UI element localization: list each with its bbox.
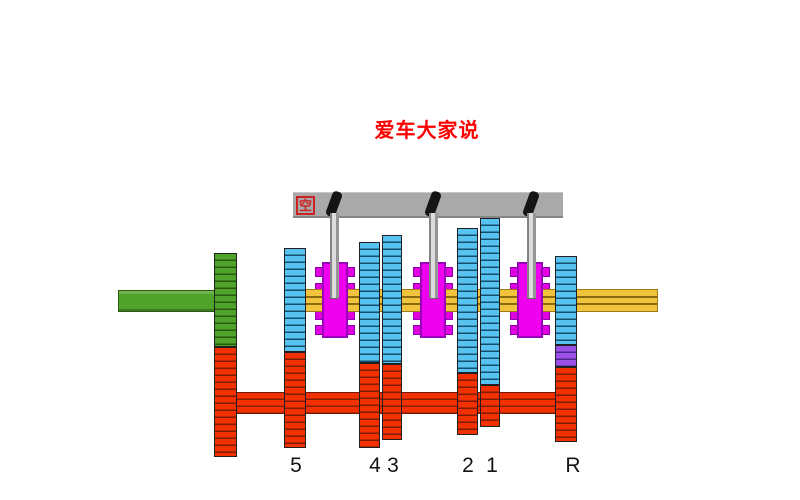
synchro-hub-1 bbox=[322, 262, 348, 338]
gear-r-output bbox=[555, 256, 577, 345]
gear-3-counter bbox=[382, 364, 402, 440]
shift-fork-rod-3 bbox=[527, 213, 536, 299]
gear-5-counter bbox=[284, 352, 306, 448]
gear-label-5: 5 bbox=[290, 454, 302, 477]
gear-3-output bbox=[382, 235, 402, 364]
gear-5-output bbox=[284, 248, 306, 352]
gear-2-output bbox=[457, 228, 478, 373]
gear-4-counter bbox=[359, 363, 380, 448]
gear-r-idler bbox=[555, 345, 577, 367]
gear-1-output bbox=[480, 218, 500, 385]
gear-label-2: 2 bbox=[462, 454, 474, 477]
neutral-indicator: 空 bbox=[296, 196, 315, 215]
gear-label-3: 3 bbox=[387, 454, 399, 477]
gear-2-counter bbox=[457, 373, 478, 435]
input-gear bbox=[214, 253, 237, 347]
gear-label-1: 1 bbox=[486, 454, 498, 477]
counter-drive-gear bbox=[214, 347, 237, 457]
gear-r-counter bbox=[555, 367, 577, 442]
shift-fork-rod-1 bbox=[330, 213, 339, 299]
gear-label-r: R bbox=[565, 454, 581, 477]
page-title: 爱车大家说 bbox=[374, 120, 480, 142]
input-shaft bbox=[118, 290, 216, 312]
gear-label-4: 4 bbox=[369, 454, 381, 477]
gear-1-counter bbox=[480, 385, 500, 427]
gear-4-output bbox=[359, 242, 380, 363]
shift-fork-rod-2 bbox=[429, 213, 438, 299]
